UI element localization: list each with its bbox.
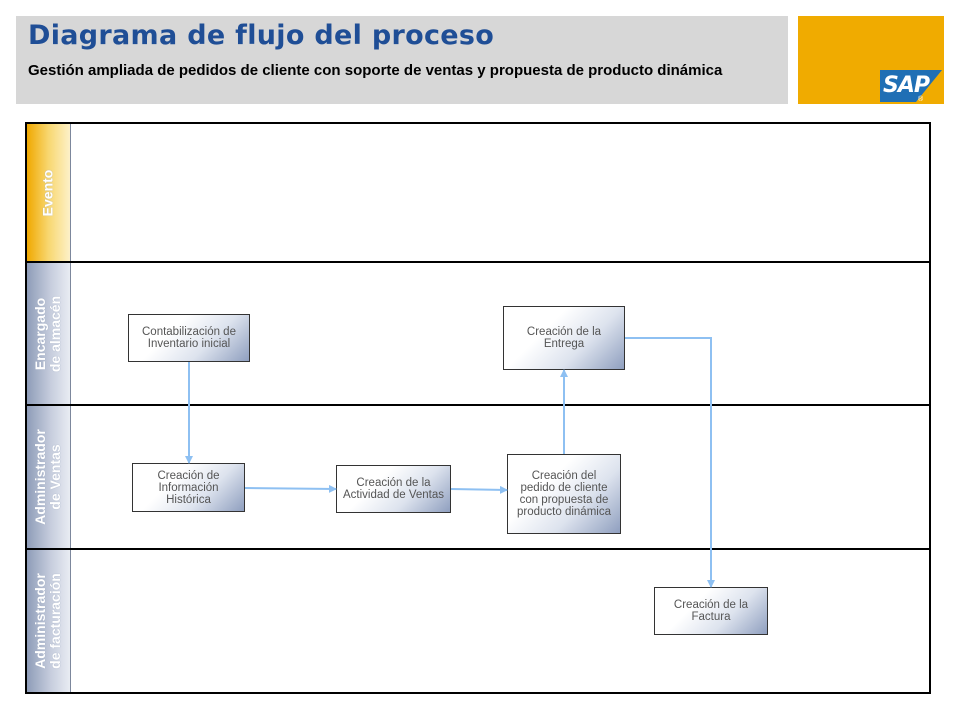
lane-evento: Evento (25, 122, 931, 263)
connector-historica-to-actividad (244, 484, 337, 493)
logo-panel: SAP ® (798, 16, 944, 104)
node-label: Creación de Información Histórica (157, 469, 220, 506)
node-creacion-actividad-ventas[interactable]: Creación de la Actividad de Ventas (336, 465, 451, 513)
node-creacion-factura[interactable]: Creación de la Factura (654, 587, 768, 635)
lane-label-almacen: Encargado de almacén (27, 263, 71, 404)
lane-label-ventas: Administrador de Ventas (27, 406, 71, 548)
registered-mark: ® (918, 96, 924, 103)
lane-label-facturacion: Administrador de facturación (27, 550, 71, 692)
node-creacion-informacion-historica[interactable]: Creación de Información Histórica (132, 463, 245, 512)
node-label: Creación de la Actividad de Ventas (343, 477, 445, 501)
node-creacion-pedido-cliente[interactable]: Creación del pedido de cliente con propu… (507, 454, 621, 534)
sap-logo-text: SAP (883, 73, 930, 98)
lane-administrador-facturacion: Administrador de facturación (25, 548, 931, 694)
page-title: Diagrama de flujo del proceso (28, 20, 495, 51)
node-label: Creación de la Entrega (526, 326, 602, 350)
lane-label-evento: Evento (27, 124, 71, 261)
node-label: Creación del pedido de cliente con propu… (517, 470, 611, 518)
connector-actividad-to-pedido (450, 485, 508, 494)
node-label: Creación de la Factura (673, 599, 749, 623)
node-label: Contabilización de Inventario inicial (142, 326, 236, 350)
node-contabilizacion-inventario[interactable]: Contabilización de Inventario inicial (128, 314, 250, 362)
page-subtitle: Gestión ampliada de pedidos de cliente c… (28, 62, 723, 79)
header-banner: Diagrama de flujo del proceso Gestión am… (16, 16, 788, 104)
node-creacion-entrega[interactable]: Creación de la Entrega (503, 306, 625, 370)
connector-entrega-to-factura (625, 337, 715, 588)
